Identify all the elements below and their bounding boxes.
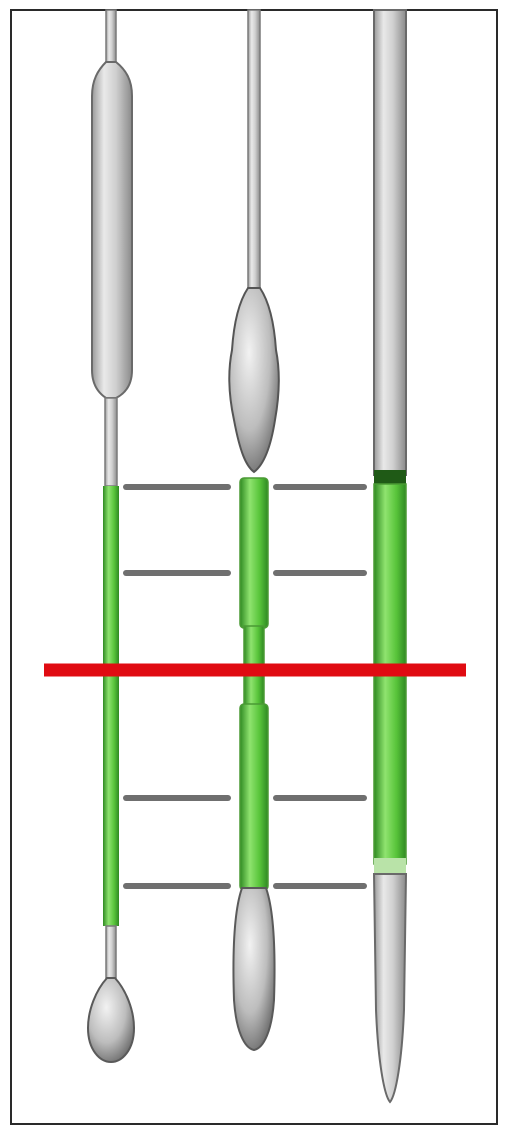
liquid-column (240, 478, 268, 628)
liquid-column (103, 486, 119, 926)
graduated-pipette (374, 10, 406, 1102)
